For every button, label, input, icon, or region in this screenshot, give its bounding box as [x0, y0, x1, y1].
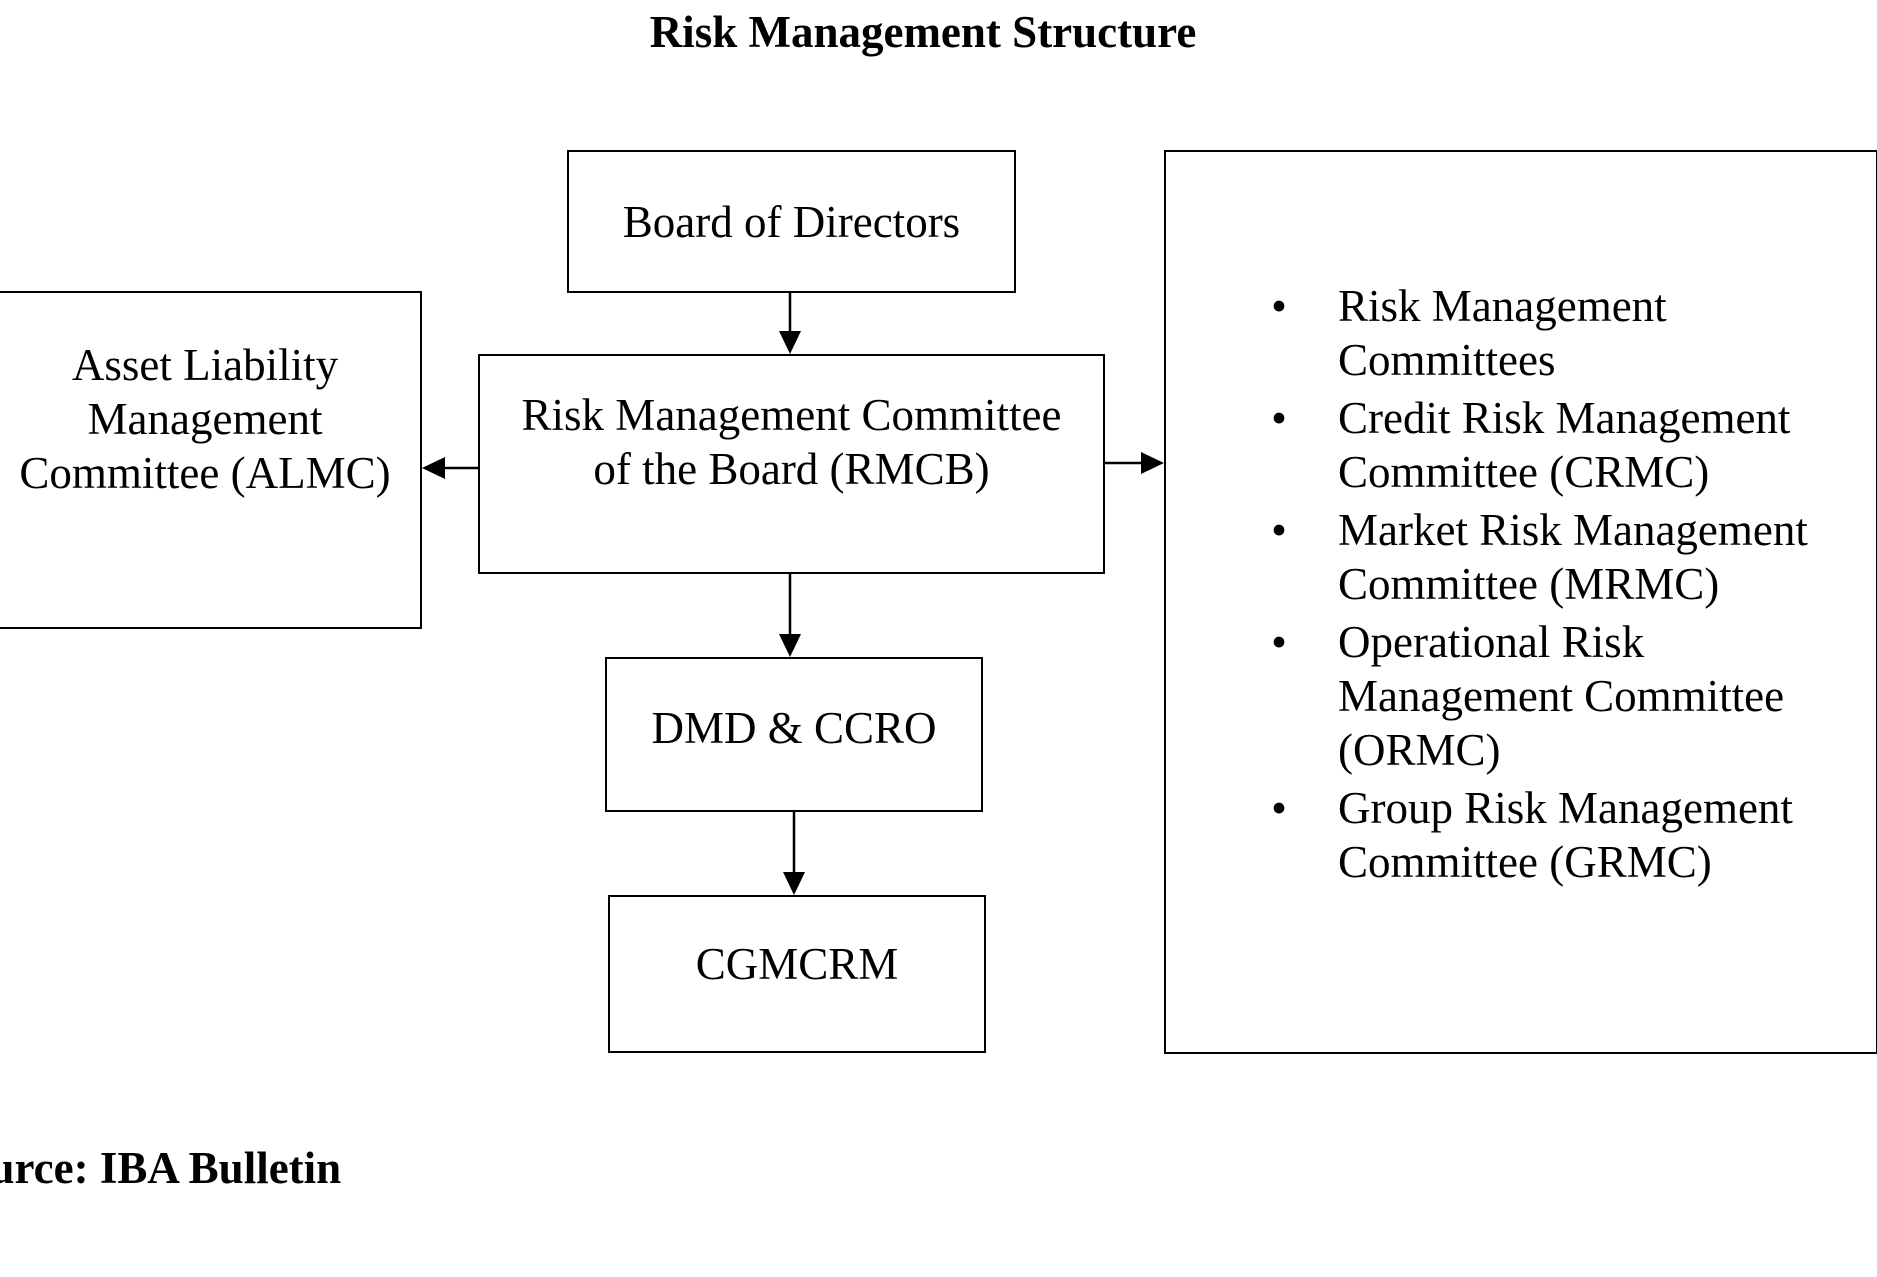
committee-label: Risk Management Committees: [1338, 281, 1667, 385]
almc-box: Asset Liability Management Committee (AL…: [0, 291, 422, 629]
arrow-rmcb-to-almc: [422, 457, 478, 479]
bullet-icon: •: [1271, 617, 1287, 667]
board-of-directors-label: Board of Directors: [622, 196, 961, 247]
committee-item: • Credit Risk Management Committee (CRMC…: [1166, 391, 1866, 499]
rmcb-box: Risk Management Committee of the Board (…: [478, 354, 1105, 574]
committee-label: Credit Risk Management Committee (CRMC): [1338, 393, 1791, 497]
committee-item: • Operational Risk Management Committee …: [1166, 615, 1866, 777]
bullet-icon: •: [1271, 281, 1287, 331]
cgmcrm-box: CGMCRM: [608, 895, 986, 1053]
committee-item: • Group Risk Management Committee (GRMC): [1166, 781, 1866, 889]
arrow-rmcb-to-dmd: [779, 574, 801, 657]
dmd-ccro-label: DMD & CCRO: [651, 702, 937, 753]
diagram-title: Risk Management Structure: [649, 7, 1197, 57]
committee-label: Group Risk Management Committee (GRMC): [1338, 783, 1793, 887]
bullet-icon: •: [1271, 505, 1287, 555]
rmcb-label: Risk Management Committee of the Board (…: [521, 390, 1062, 494]
dmd-ccro-box: DMD & CCRO: [605, 657, 983, 812]
source-caption: ource: IBA Bulletin: [0, 1143, 342, 1193]
board-of-directors-box: Board of Directors: [567, 150, 1016, 293]
committees-box: • Risk Management Committees • Credit Ri…: [1164, 150, 1877, 1054]
cgmcrm-label: CGMCRM: [695, 939, 899, 989]
committee-list: • Risk Management Committees • Credit Ri…: [1166, 279, 1866, 893]
bullet-icon: •: [1271, 393, 1287, 443]
almc-label: Asset Liability Management Committee (AL…: [19, 340, 391, 498]
arrow-rmcb-to-committees: [1105, 452, 1164, 474]
committee-item: • Market Risk Management Committee (MRMC…: [1166, 503, 1866, 611]
arrow-dmd-to-cgm: [783, 812, 805, 895]
committee-item: • Risk Management Committees: [1166, 279, 1866, 387]
arrow-board-to-rmcb: [779, 293, 801, 354]
committee-label: Market Risk Management Committee (MRMC): [1338, 505, 1808, 609]
bullet-icon: •: [1271, 783, 1287, 833]
committee-label: Operational Risk Management Committee (O…: [1338, 617, 1785, 775]
